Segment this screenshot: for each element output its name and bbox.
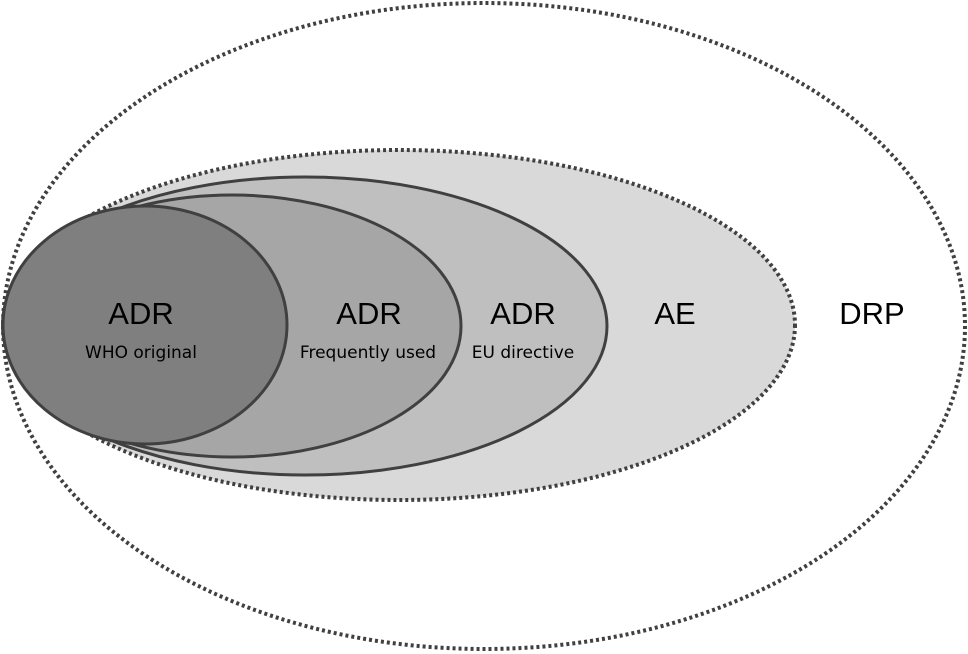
eu-sublabel: EU directive	[472, 343, 574, 363]
who-sublabel: WHO original	[85, 343, 197, 363]
eu-label: ADR	[490, 296, 555, 331]
drp-label: DRP	[839, 296, 904, 331]
freq-sublabel: Frequently used	[300, 343, 436, 363]
who-label: ADR	[108, 296, 173, 331]
adr-who-original-ellipse	[1, 204, 289, 446]
freq-label: ADR	[336, 296, 401, 331]
ae-label: AE	[654, 296, 695, 331]
